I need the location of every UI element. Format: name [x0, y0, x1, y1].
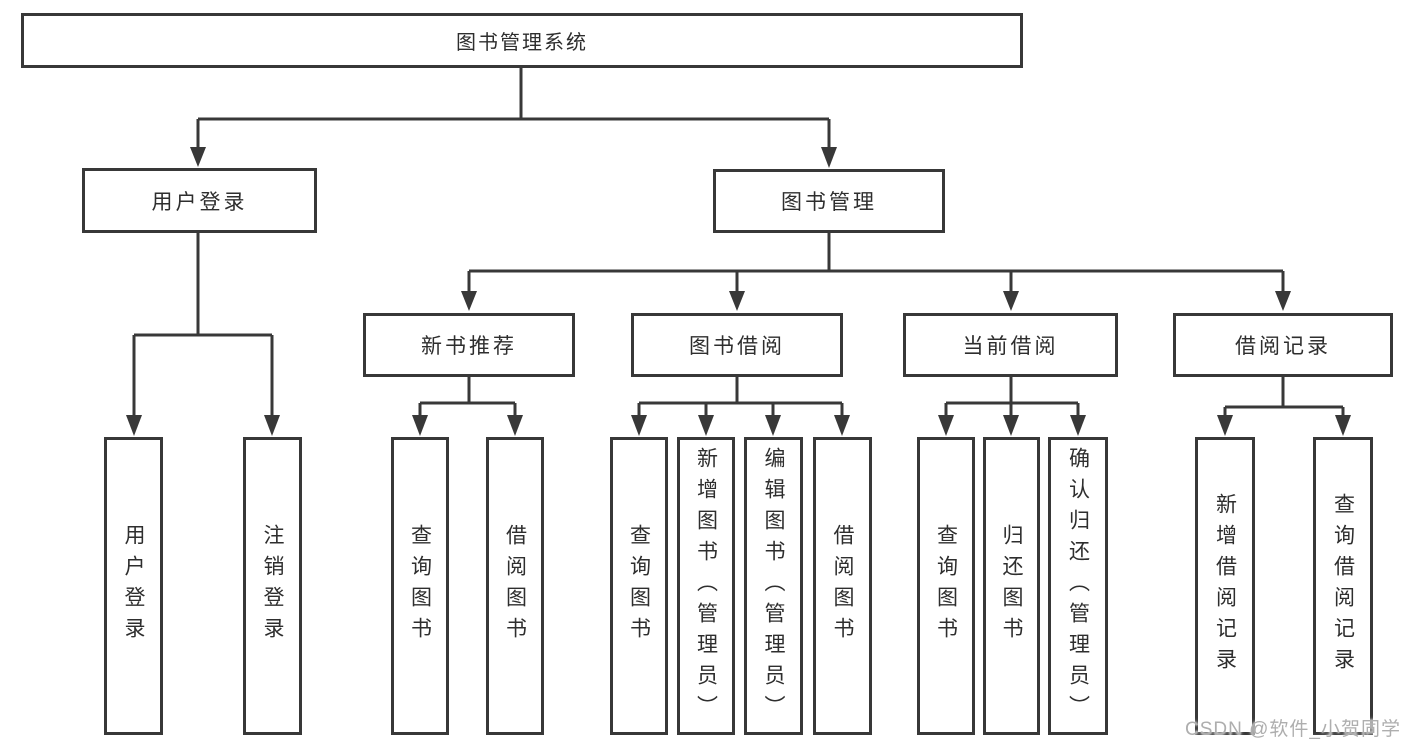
leaf-borrow-books-recommend: 借阅图书: [486, 437, 544, 735]
leaf-query-borrow-record: 查询借阅记录: [1313, 437, 1373, 735]
leaf-label: 借阅图书: [503, 524, 527, 648]
leaf-label: 用户登录: [122, 524, 145, 648]
leaf-logout: 注销登录: [243, 437, 302, 735]
leaf-query-books-borrow: 查询图书: [610, 437, 668, 735]
leaf-label: 查询图书: [627, 524, 651, 648]
node-current-borrow: 当前借阅: [903, 313, 1118, 377]
csdn-watermark: CSDN @软件_小贺同学: [1185, 719, 1401, 740]
node-library-management-system: 图书管理系统: [21, 13, 1023, 68]
leaf-label: 新增图书（管理员）: [694, 446, 718, 726]
leaf-query-books-recommend: 查询图书: [391, 437, 449, 735]
leaf-add-borrow-record: 新增借阅记录: [1195, 437, 1255, 735]
leaf-label: 新增借阅记录: [1213, 493, 1237, 679]
leaf-label: 编辑图书（管理员）: [762, 446, 785, 726]
leaf-borrow-books: 借阅图书: [813, 437, 872, 735]
leaf-edit-books-admin: 编辑图书（管理员）: [744, 437, 803, 735]
node-user-login: 用户登录: [82, 168, 317, 233]
leaf-user-login: 用户登录: [104, 437, 163, 735]
leaf-label: 查询图书: [408, 524, 432, 648]
arrowhead-icons: [126, 147, 1351, 436]
node-new-book-recommend: 新书推荐: [363, 313, 575, 377]
node-book-management: 图书管理: [713, 169, 945, 233]
leaf-label: 确认归还（管理员）: [1066, 446, 1090, 726]
leaf-add-books-admin: 新增图书（管理员）: [677, 437, 735, 735]
leaf-label: 借阅图书: [831, 524, 854, 648]
leaf-confirm-return-admin: 确认归还（管理员）: [1048, 437, 1108, 735]
leaf-query-books-current: 查询图书: [917, 437, 975, 735]
leaf-return-books: 归还图书: [983, 437, 1040, 735]
node-borrow-record: 借阅记录: [1173, 313, 1393, 377]
leaf-label: 归还图书: [1000, 524, 1023, 648]
node-book-borrow: 图书借阅: [631, 313, 843, 377]
leaf-label: 查询图书: [934, 524, 958, 648]
leaf-label: 查询借阅记录: [1331, 493, 1355, 679]
leaf-label: 注销登录: [261, 524, 284, 648]
